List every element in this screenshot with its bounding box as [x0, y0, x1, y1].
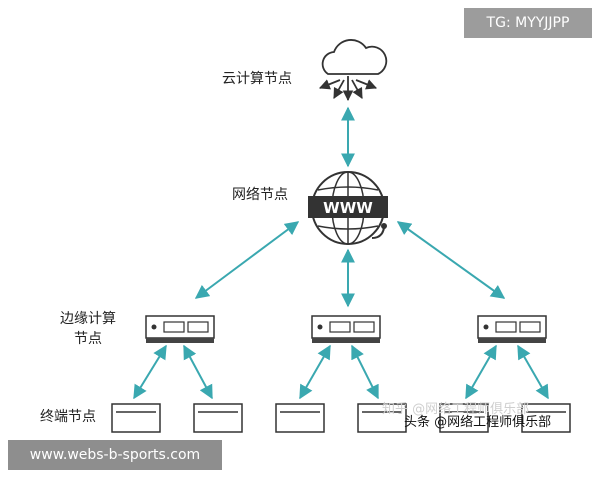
arrow-network-edge-right [396, 221, 506, 299]
watermark-ghost: 知乎 @网络工程师俱乐部 [382, 402, 530, 417]
terminal-device-5 [439, 403, 489, 433]
globe-www-label: WWW [323, 199, 373, 217]
edge-switch-right [477, 315, 547, 343]
terminal-device-1 [111, 403, 161, 433]
terminal-device-2 [193, 403, 243, 433]
edge-switch-center [311, 315, 381, 343]
cloud-node-label: 云计算节点 [222, 71, 292, 87]
arrow-edge1-term2 [183, 344, 213, 400]
badge-bottom: www.webs-b-sports.com [8, 440, 222, 470]
cloud-icon [318, 39, 388, 102]
terminal-device-3 [275, 403, 325, 433]
arrow-edge3-term6 [517, 344, 549, 400]
arrow-edge2-term4 [351, 344, 379, 400]
terminal-device-6 [521, 403, 571, 433]
terminal-node-label: 终端节点 [40, 409, 96, 425]
arrow-network-edge-left [194, 221, 300, 299]
edge-node-label-line2: 节点 [74, 331, 102, 347]
edge-switch-left [145, 315, 215, 343]
badge-top: TG: MYYJJPP [464, 8, 592, 38]
terminal-device-4 [357, 403, 407, 433]
connection-arrows [133, 106, 549, 400]
watermark-text: 头条 @网络工程师俱乐部 [404, 415, 552, 430]
arrow-edge2-term3 [299, 344, 331, 400]
arrow-edge3-term5 [465, 344, 497, 400]
network-node-label: 网络节点 [232, 187, 288, 203]
arrow-edge1-term1 [133, 344, 167, 400]
edge-node-label-line1: 边缘计算 [60, 311, 116, 327]
terminal-devices [111, 403, 571, 433]
globe-www-icon: WWW [308, 171, 388, 245]
